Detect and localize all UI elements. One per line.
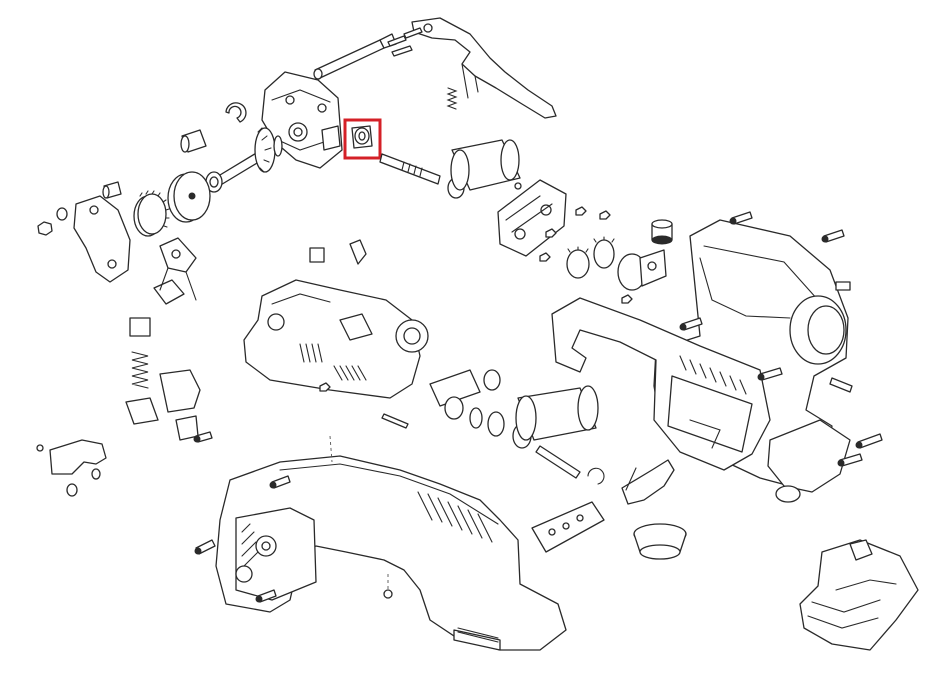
motor-upper[interactable]: [450, 139, 522, 191]
gear-assembly-center[interactable]: [429, 369, 532, 449]
pin-center[interactable]: [381, 413, 409, 429]
snap-ring[interactable]: [587, 467, 605, 485]
highlight-frame: [343, 118, 382, 160]
center-chassis[interactable]: [243, 279, 429, 399]
gear-link-assembly[interactable]: [153, 237, 197, 305]
battery-pack[interactable]: [799, 539, 919, 651]
sleeve-small[interactable]: [102, 181, 122, 199]
cam-plate[interactable]: [617, 249, 667, 291]
spring-plunger[interactable]: [125, 317, 159, 425]
lever-spring[interactable]: [446, 87, 458, 110]
cap-cup[interactable]: [633, 523, 687, 560]
drive-disc[interactable]: [167, 171, 211, 223]
retaining-clip[interactable]: [225, 102, 247, 123]
sleeve-bearing[interactable]: [351, 125, 373, 149]
switch-bracket[interactable]: [36, 439, 107, 497]
gearbox-plate[interactable]: [497, 179, 567, 257]
cap-knob[interactable]: [651, 219, 673, 245]
switch-lever[interactable]: [621, 459, 675, 505]
screws[interactable]: [193, 206, 883, 603]
bushing[interactable]: [180, 129, 207, 153]
hex-nut[interactable]: [37, 221, 53, 236]
bearing-small[interactable]: [205, 171, 223, 193]
handle-housing[interactable]: [215, 435, 567, 651]
housing-frame[interactable]: [551, 297, 771, 471]
washer[interactable]: [56, 207, 68, 221]
grip-plate-right[interactable]: [767, 419, 851, 503]
bevel-gear-shaft[interactable]: [214, 127, 283, 187]
spur-gears[interactable]: [566, 236, 615, 279]
motor-center[interactable]: [515, 385, 599, 479]
toothed-wheel[interactable]: [133, 190, 170, 237]
trigger-bracket[interactable]: [159, 369, 201, 441]
small-pins[interactable]: [387, 27, 423, 57]
pivot-shaft[interactable]: [313, 33, 397, 80]
bracket-plate[interactable]: [73, 195, 131, 283]
lever-arm[interactable]: [411, 17, 557, 119]
circuit-board[interactable]: [531, 501, 605, 553]
